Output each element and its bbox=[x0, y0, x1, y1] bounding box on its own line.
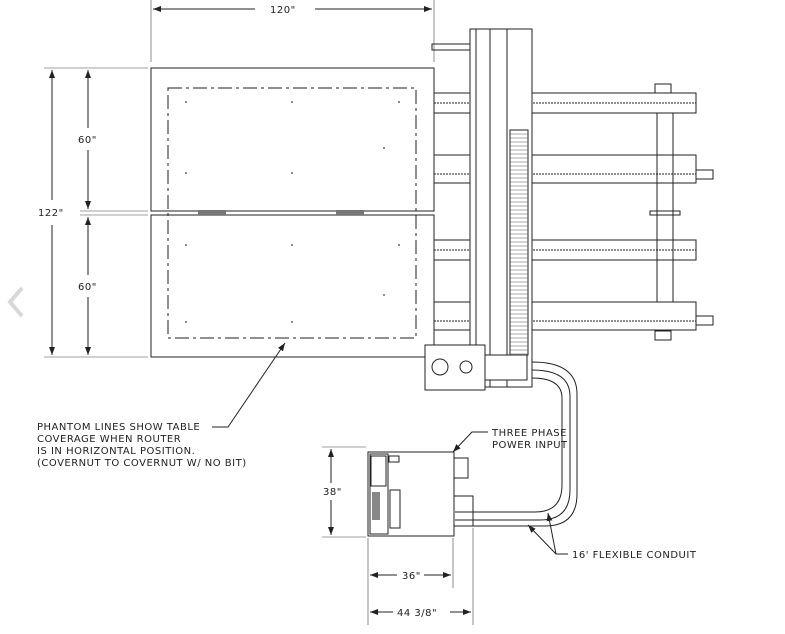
note-conduit: 16' FLEXIBLE CONDUIT bbox=[527, 512, 697, 561]
note-line: 16' FLEXIBLE CONDUIT bbox=[572, 550, 697, 561]
gantry: /* rungs drawn below */ bbox=[424, 28, 533, 391]
dim-cabinet-width-label: 36" bbox=[402, 571, 421, 582]
dim-cabinet-height-label: 38" bbox=[323, 487, 342, 498]
dim-top-half-label: 60" bbox=[78, 135, 97, 146]
dimension-height: 122" 60" 60" bbox=[38, 67, 148, 358]
cabinet-dimensions: 38" 36" 44 3/8" bbox=[322, 446, 474, 625]
note-line: COVERAGE WHEN ROUTER bbox=[37, 434, 181, 445]
note-line: THREE PHASE bbox=[491, 428, 567, 439]
dim-cabinet-overall-label: 44 3/8" bbox=[397, 608, 437, 619]
control-cabinet bbox=[367, 451, 474, 537]
router-table bbox=[150, 67, 435, 358]
note-line: PHANTOM LINES SHOW TABLE bbox=[37, 422, 200, 433]
dim-total-height-label: 122" bbox=[38, 208, 64, 219]
note-line: IS IN HORIZONTAL POSITION. bbox=[37, 446, 195, 457]
dim-width-label: 120" bbox=[270, 5, 296, 16]
previous-button[interactable] bbox=[2, 282, 30, 322]
note-power-input: THREE PHASE POWER INPUT bbox=[452, 428, 568, 453]
chevron-left-icon bbox=[7, 286, 24, 318]
dim-bottom-half-label: 60" bbox=[78, 282, 97, 293]
note-line: POWER INPUT bbox=[492, 440, 568, 451]
note-line: (COVERNUT TO COVERNUT W/ NO BIT) bbox=[37, 458, 247, 469]
dimension-width: 120" bbox=[150, 0, 435, 62]
note-phantom-lines: PHANTOM LINES SHOW TABLE COVERAGE WHEN R… bbox=[37, 342, 286, 469]
